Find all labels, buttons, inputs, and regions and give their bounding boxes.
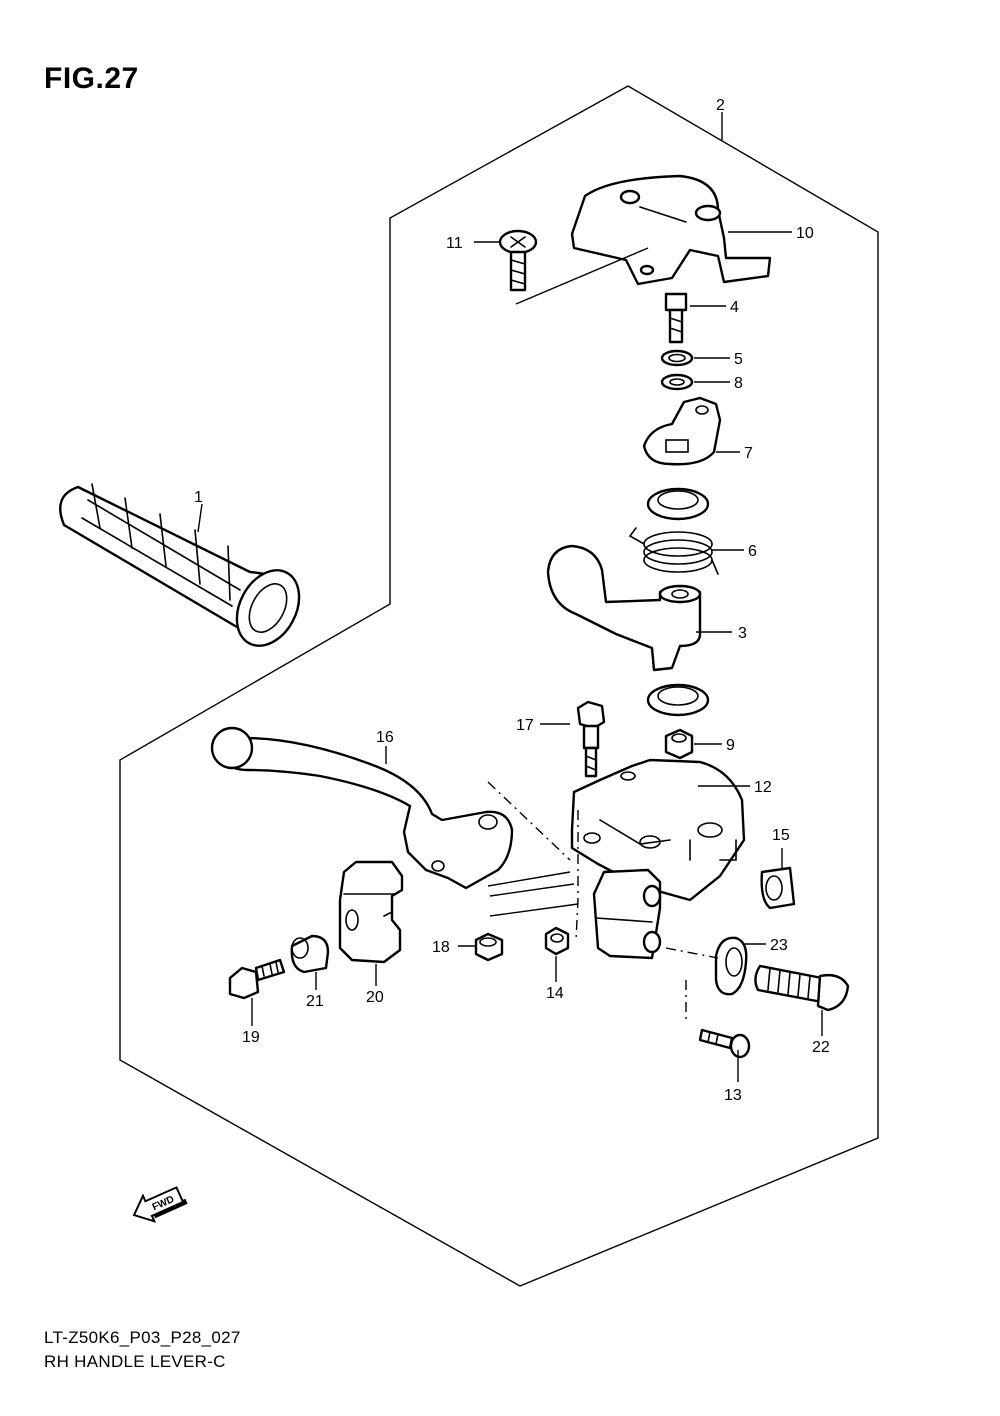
callout-3: 3 (738, 625, 747, 642)
seal-lower (646, 683, 710, 717)
figure-title: FIG.27 (44, 62, 139, 95)
callout-20: 20 (366, 989, 384, 1006)
fwd-arrow-icon: FWD (132, 1186, 188, 1223)
model-code: LT-Z50K6_P03_P28_027 (44, 1328, 241, 1347)
screw-part-13 (698, 1028, 751, 1059)
callout-11: 11 (446, 235, 463, 252)
bolt-part-17 (576, 700, 606, 778)
spring-part-6 (628, 527, 719, 575)
callout-9: 9 (726, 737, 735, 754)
housing-part-12 (570, 758, 746, 902)
callout-13: 13 (724, 1087, 742, 1104)
callout-18: 18 (432, 939, 450, 956)
callout-2: 2 (716, 97, 725, 114)
callout-14: 14 (546, 985, 564, 1002)
plate-part-7 (642, 396, 722, 466)
cover-part-10 (570, 174, 772, 286)
throttle-lever-part-3 (546, 544, 702, 672)
callout-17: 17 (516, 717, 534, 734)
callout-7: 7 (744, 445, 753, 462)
callout-12: 12 (754, 779, 772, 796)
bolt-part-19 (228, 958, 286, 1000)
leader-lines (197, 112, 823, 1082)
figure-name: RH HANDLE LEVER-C (44, 1352, 226, 1371)
callout-19: 19 (242, 1029, 260, 1046)
callout-4: 4 (730, 299, 739, 316)
callout-10: 10 (796, 225, 814, 242)
seal-upper (646, 487, 710, 521)
washer-part-5 (660, 349, 694, 367)
cap-part-15 (760, 866, 796, 910)
nut-part-14 (544, 926, 570, 956)
adjuster-part-22 (754, 964, 850, 1012)
brake-lever-part-16 (210, 726, 514, 890)
nut-part-9 (664, 728, 694, 760)
nut-part-18 (474, 932, 504, 962)
callout-8: 8 (734, 375, 743, 392)
callout-6: 6 (748, 543, 757, 560)
callout-23: 23 (770, 937, 788, 954)
callout-5: 5 (734, 351, 743, 368)
assembly-outline (119, 85, 879, 1287)
callout-1: 1 (194, 489, 203, 506)
collar-part-21 (290, 934, 330, 974)
grip-part-1 (59, 483, 301, 647)
callout-21: 21 (306, 993, 324, 1010)
washer-part-8 (660, 373, 694, 391)
callout-16: 16 (376, 729, 394, 746)
bracket-part-20 (338, 860, 404, 964)
bolt-part-4 (664, 292, 688, 344)
screw-part-11 (498, 229, 538, 292)
callout-15: 15 (772, 827, 790, 844)
ring-part-23 (714, 936, 748, 996)
callout-22: 22 (812, 1039, 830, 1056)
housing-lower-block (592, 868, 662, 960)
